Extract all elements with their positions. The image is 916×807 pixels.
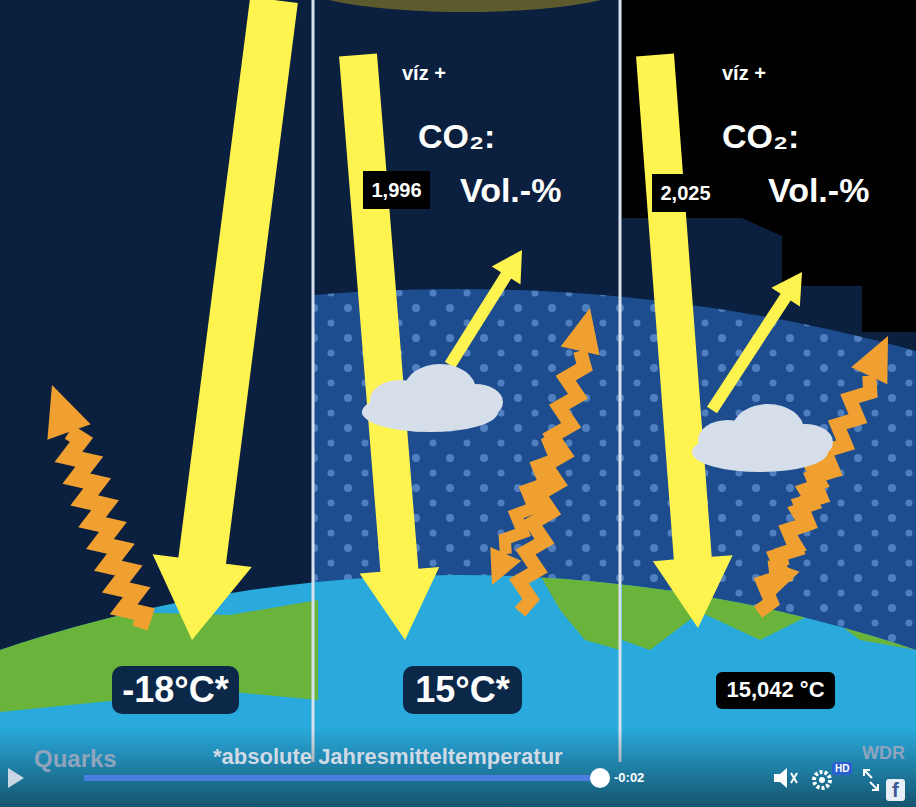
wave-line xyxy=(781,460,822,566)
sunlight-arrow xyxy=(636,54,733,628)
arrow-head xyxy=(561,308,600,355)
co2-label: CO₂: xyxy=(418,118,495,155)
play-icon xyxy=(8,768,24,788)
progress-played xyxy=(84,775,600,781)
temperature-box: 15,042 °C xyxy=(716,672,835,709)
sun-edge xyxy=(295,0,635,12)
volume-icon xyxy=(774,768,797,788)
volume-icon xyxy=(791,773,797,783)
divider xyxy=(619,0,622,762)
heat-radiation-arrow xyxy=(47,385,144,628)
fullscreen-icon xyxy=(864,770,878,790)
arrow-head xyxy=(768,560,800,598)
settings-icon xyxy=(819,777,825,783)
wave-line xyxy=(519,351,585,612)
settings-icon xyxy=(814,772,830,788)
progress-thumb xyxy=(590,768,610,788)
arrow-head xyxy=(47,385,90,440)
wave-line xyxy=(68,432,144,628)
broadcaster-logo: WDR xyxy=(862,744,905,764)
radiation-arrows xyxy=(47,0,888,640)
value-box: 2,025 xyxy=(652,174,719,212)
land xyxy=(0,560,916,712)
wave-line xyxy=(505,432,560,554)
hd-badge: HD xyxy=(832,762,852,775)
panel-dividers xyxy=(313,0,620,762)
cloud xyxy=(777,424,833,460)
arrow-head xyxy=(851,336,888,384)
unit-label: Vol.-% xyxy=(768,172,869,209)
cloud xyxy=(692,404,833,472)
heat-radiation-arrow xyxy=(490,432,560,585)
divider xyxy=(312,0,315,762)
volume-icon xyxy=(774,768,787,788)
land-middle xyxy=(540,570,620,650)
unit-label: Vol.-% xyxy=(460,172,561,209)
heat-radiation-arrow xyxy=(768,460,822,598)
control-bar xyxy=(0,728,916,807)
arrow-head xyxy=(490,547,521,585)
cloud xyxy=(362,364,503,432)
co2-label: CO₂: xyxy=(722,118,799,155)
temperature-text: 15°C* xyxy=(415,670,509,710)
fullscreen-icon xyxy=(870,782,878,790)
settings-icon xyxy=(814,772,830,788)
video-controls xyxy=(0,728,916,807)
channel-logo: Quarks xyxy=(34,746,117,772)
water-label: víz + xyxy=(402,62,446,84)
land-left xyxy=(0,600,318,712)
footnote: *absolute Jahresmitteltemperatur xyxy=(213,745,563,769)
water-label: víz + xyxy=(722,62,766,84)
fullscreen-icon xyxy=(864,770,872,778)
sunlight-arrow xyxy=(445,250,522,368)
temperature-box: 15°C* xyxy=(403,666,522,714)
value-box: 1,996 xyxy=(363,171,430,209)
sunlight-arrow xyxy=(153,0,298,640)
heat-radiation-arrow xyxy=(758,336,888,612)
cloud xyxy=(447,384,503,420)
temperature-box: -18°C* xyxy=(112,666,239,714)
value-text: 1,996 xyxy=(371,179,421,201)
clouds xyxy=(362,364,833,472)
temperature-text: -18°C* xyxy=(122,670,228,710)
sunlight-arrow xyxy=(707,272,802,413)
value-text: 2,025 xyxy=(660,182,710,204)
facebook-icon: f xyxy=(886,779,905,801)
temperature-text: 15,042 °C xyxy=(726,678,824,702)
time-remaining: -0:02 xyxy=(614,771,644,785)
